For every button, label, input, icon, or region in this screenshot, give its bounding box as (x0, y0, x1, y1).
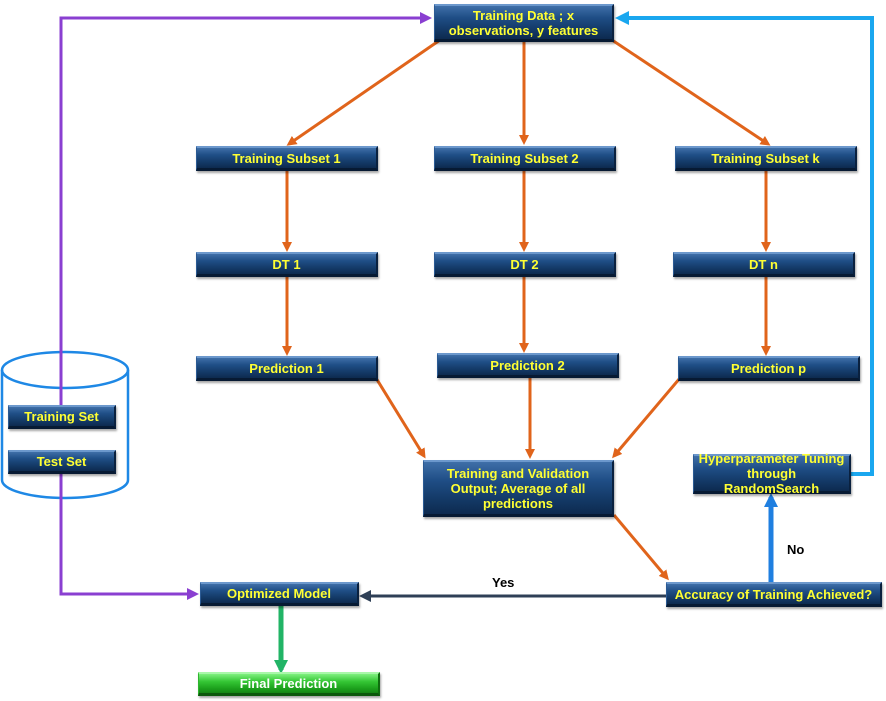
arrow-data-to-subset-k (611, 38, 771, 146)
cyan-feedback-arrow (615, 11, 874, 476)
training-set-node: Training Set (8, 405, 116, 429)
prediction-1-node: Prediction 1 (196, 356, 378, 381)
final-prediction-node: Final Prediction (198, 672, 380, 696)
training-validation-output-node: Training and Validation Output; Average … (423, 460, 614, 517)
optimized-model-node: Optimized Model (200, 582, 359, 606)
training-subset-2-node: Training Subset 2 (434, 146, 616, 171)
no-label: No (787, 542, 805, 557)
arrow-output-to-accuracy (612, 514, 669, 581)
arrow-prediction-p-to-output (612, 377, 682, 459)
purple-arrow-to-optimized-model (59, 474, 199, 600)
purple-arrow-to-training-data (59, 12, 432, 407)
dt-n-node: DT n (673, 252, 855, 277)
database-cylinder (0, 350, 130, 500)
test-set-node: Test Set (8, 450, 116, 474)
training-data-node: Training Data ; x observations, y featur… (434, 4, 614, 42)
arrow-data-to-subset-1 (286, 38, 441, 146)
prediction-p-node: Prediction p (678, 356, 860, 381)
dt-2-node: DT 2 (434, 252, 616, 277)
yes-label: Yes (492, 575, 515, 590)
arrow-prediction-1-to-output (374, 377, 426, 459)
training-subset-1-node: Training Subset 1 (196, 146, 378, 171)
prediction-2-node: Prediction 2 (437, 353, 619, 378)
accuracy-decision-node: Accuracy of Training Achieved? (666, 582, 882, 607)
hyperparameter-tuning-node: Hyperparameter Tuning through RandomSear… (693, 451, 851, 496)
training-subset-k-node: Training Subset k (675, 146, 857, 171)
dt-1-node: DT 1 (196, 252, 378, 277)
